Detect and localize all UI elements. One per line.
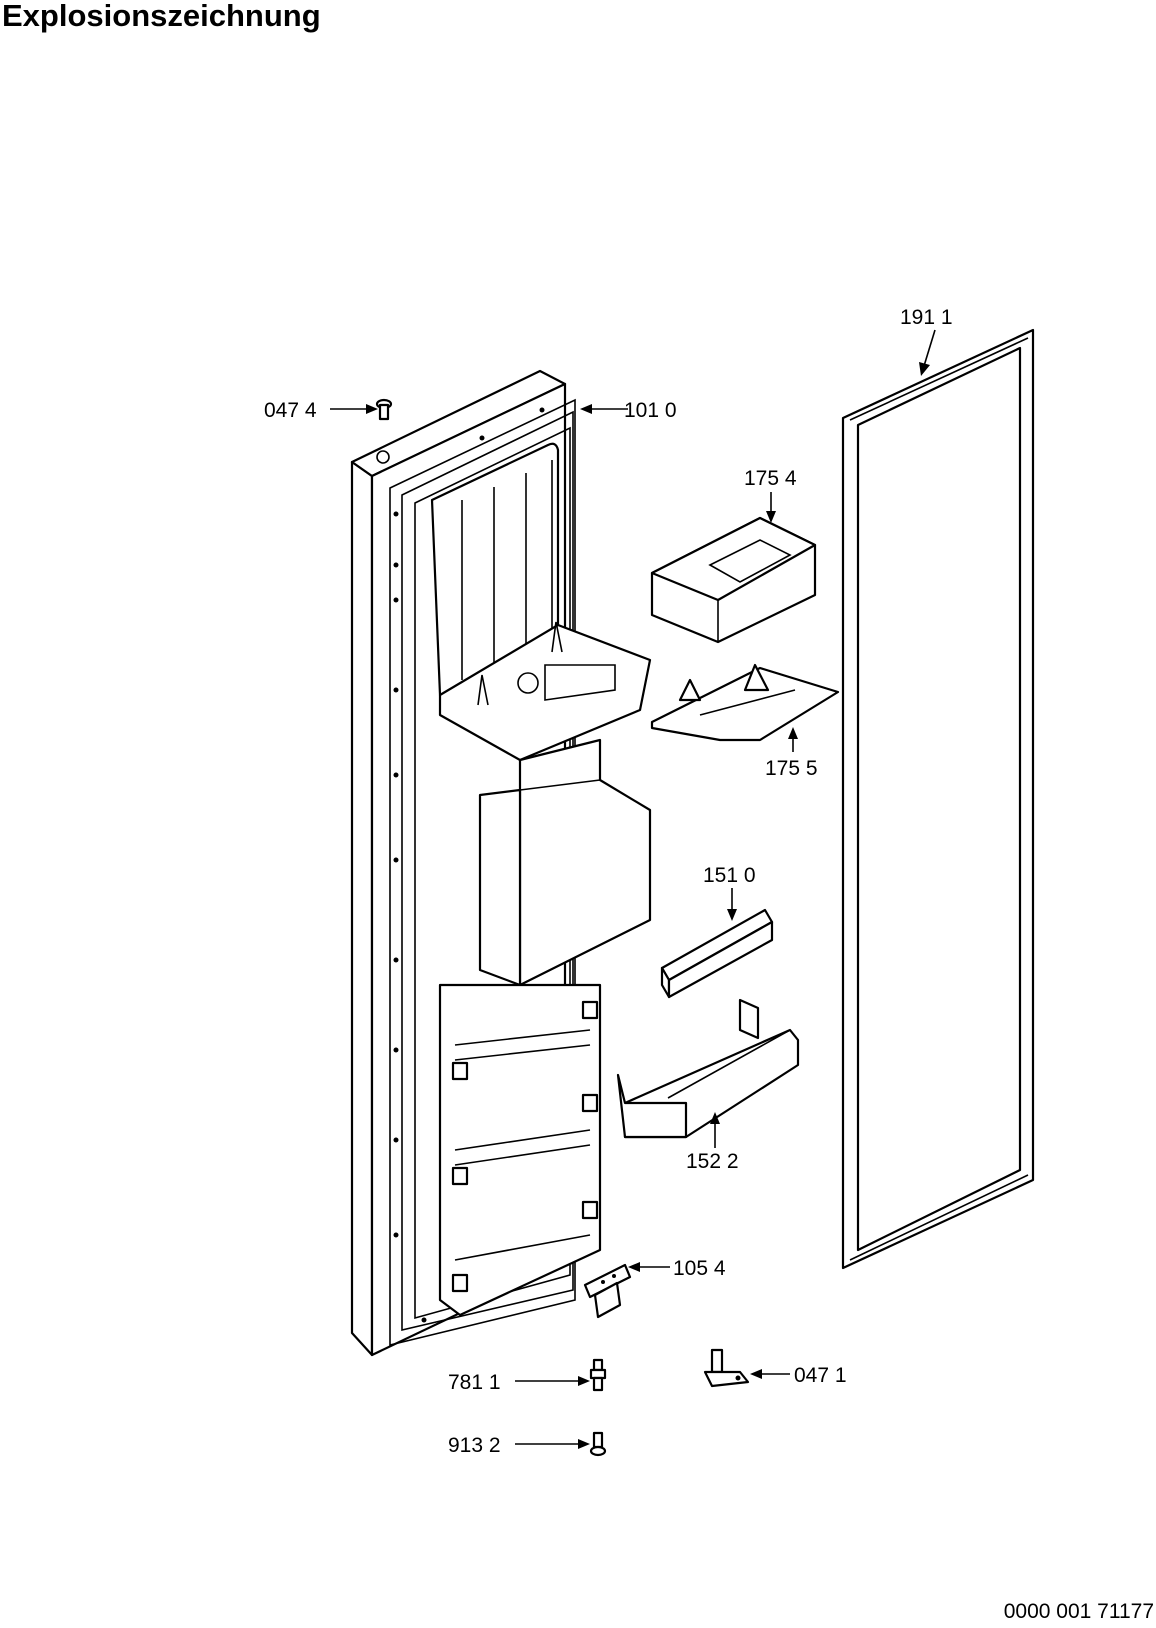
label-191-1: 191 1 bbox=[900, 306, 953, 329]
pin-0474 bbox=[375, 398, 393, 421]
bolt-7811 bbox=[589, 1358, 607, 1392]
dispenser-housing bbox=[650, 516, 817, 644]
part-labels: 047 4 101 0 191 1 175 4 175 5 151 0 152 … bbox=[264, 306, 953, 1457]
label-151-0: 151 0 bbox=[703, 864, 756, 887]
hinge-pin-0471 bbox=[703, 1348, 750, 1388]
label-047-1: 047 1 bbox=[794, 1364, 847, 1387]
label-781-1: 781 1 bbox=[448, 1371, 501, 1394]
label-101-0: 101 0 bbox=[624, 399, 677, 422]
shelf-rail bbox=[660, 908, 774, 999]
door-panel bbox=[350, 369, 652, 1357]
label-105-4: 105 4 bbox=[673, 1257, 726, 1280]
drip-tray bbox=[650, 663, 840, 742]
screw-9132 bbox=[589, 1431, 607, 1457]
door-screw-holes bbox=[393, 407, 545, 1323]
leader-lines bbox=[330, 329, 936, 1449]
label-047-4: 047 4 bbox=[264, 399, 317, 422]
label-152-2: 152 2 bbox=[686, 1150, 739, 1173]
label-913-2: 913 2 bbox=[448, 1434, 501, 1457]
label-175-4: 175 4 bbox=[744, 467, 797, 490]
document-number: 0000 001 71177 bbox=[1003, 1600, 1154, 1623]
door-gasket bbox=[841, 328, 1035, 1270]
door-bin bbox=[616, 998, 800, 1139]
page-title: Explosionszeichnung bbox=[2, 0, 321, 33]
label-175-5: 175 5 bbox=[765, 757, 818, 780]
hinge-plate bbox=[583, 1263, 632, 1319]
